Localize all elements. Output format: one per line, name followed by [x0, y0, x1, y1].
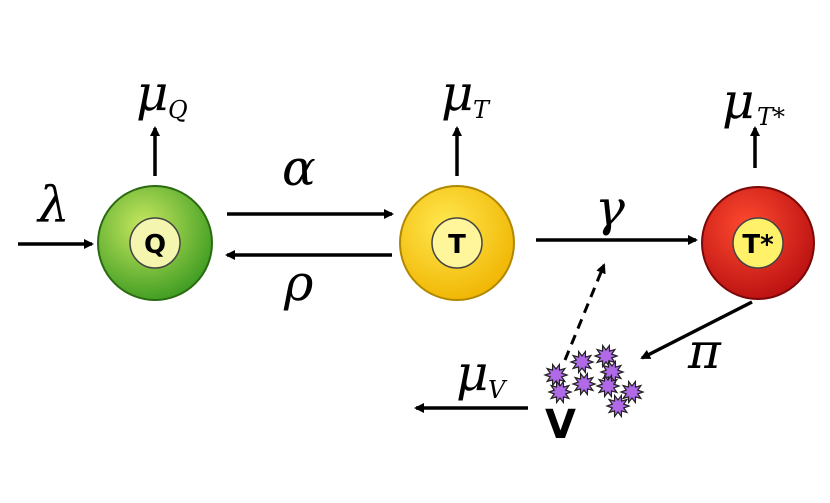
cell-tstar-label: T* — [742, 230, 774, 260]
mu-q-label: μ — [136, 64, 169, 122]
mu-tstar-label: μ — [722, 72, 755, 130]
alpha-label: α — [282, 139, 316, 197]
cell-q-label: Q — [144, 230, 166, 260]
virion-particle — [571, 371, 597, 397]
lambda-label: λ — [36, 176, 70, 234]
mu-t-label: μ — [441, 64, 474, 122]
cell-t: T — [399, 185, 515, 301]
virus-label: V — [545, 402, 576, 448]
mu-v-label: μ — [456, 344, 489, 402]
gamma-label: γ — [595, 179, 625, 237]
virion-particle — [547, 379, 573, 405]
cell-q: Q — [97, 185, 213, 301]
virion-particle — [605, 393, 631, 419]
mu-q-sub: Q — [168, 96, 188, 124]
pi-label: π — [687, 322, 722, 380]
cell-tstar: T* — [701, 186, 815, 300]
virion-particle — [595, 373, 621, 399]
virion-particle — [619, 379, 645, 405]
cell-t-label: T — [448, 230, 466, 260]
mu-v-sub: V — [488, 376, 508, 404]
rho-label: ρ — [283, 254, 314, 312]
mu-t-sub: T — [473, 96, 491, 124]
pi-arrow — [640, 300, 753, 360]
virion-particle — [543, 362, 569, 388]
virion-particle — [569, 349, 595, 375]
mu-tstar-sub: T* — [757, 103, 785, 131]
virion-cluster — [543, 343, 645, 419]
infection-dashed-arrow — [563, 263, 606, 361]
